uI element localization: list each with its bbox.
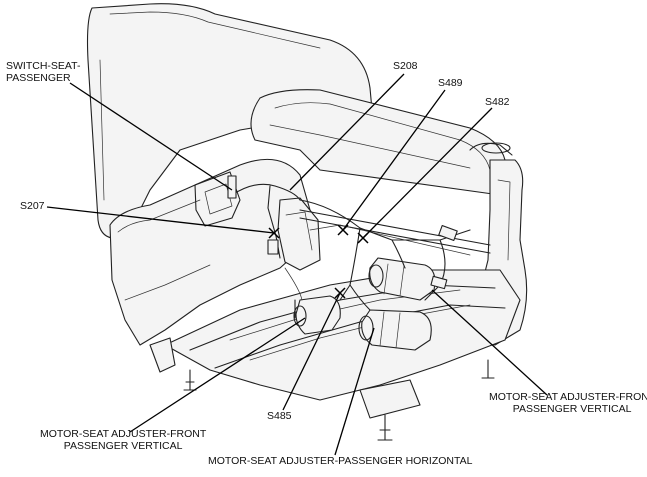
label-motor-front-vertical-right-line2: PASSENGER VERTICAL bbox=[512, 403, 632, 415]
front-vertical-motor-rear bbox=[368, 257, 436, 301]
leader-s482 bbox=[362, 107, 493, 239]
leader-lines bbox=[46, 73, 548, 456]
side-shield bbox=[109, 158, 311, 346]
x-mark-icon bbox=[357, 232, 369, 244]
leader-s208 bbox=[289, 73, 405, 191]
label-s208: S208 bbox=[393, 60, 418, 72]
label-motor-front-vertical-left: MOTOR-SEAT ADJUSTER-FRONT PASSENGER VERT… bbox=[40, 428, 206, 452]
label-motor-front-vertical-right-line1: MOTOR-SEAT ADJUSTER-FRONT bbox=[489, 391, 647, 403]
x-mark-icon bbox=[268, 227, 280, 239]
mount-studs bbox=[149, 299, 495, 441]
leader-s485 bbox=[282, 292, 341, 411]
seat-cushion bbox=[250, 89, 509, 196]
leader-s489 bbox=[342, 89, 446, 231]
splice-markers bbox=[268, 224, 369, 299]
label-s207: S207 bbox=[20, 200, 45, 212]
label-switch-seat-line1: SWITCH-SEAT- bbox=[6, 60, 81, 72]
front-riser bbox=[277, 197, 321, 271]
leader-motor-front-right bbox=[431, 289, 548, 396]
front-vertical-motor-front bbox=[293, 295, 341, 335]
x-mark-icon bbox=[337, 224, 349, 236]
label-motor-front-vertical-left-line2: PASSENGER VERTICAL bbox=[63, 440, 183, 452]
leader-motor-front-left bbox=[129, 317, 306, 433]
leader-s207 bbox=[46, 206, 275, 234]
label-s482: S482 bbox=[485, 96, 510, 108]
leader-motor-horizontal bbox=[334, 327, 375, 456]
x-mark-icon bbox=[334, 287, 346, 299]
label-motor-front-vertical-right: MOTOR-SEAT ADJUSTER-FRONT PASSENGER VERT… bbox=[489, 391, 647, 415]
label-s489: S489 bbox=[438, 77, 463, 89]
label-switch-seat-passenger: SWITCH-SEAT- PASSENGER bbox=[6, 60, 80, 84]
horizontal-motor bbox=[358, 309, 432, 351]
label-motor-front-vertical-left-line1: MOTOR-SEAT ADJUSTER-FRONT bbox=[40, 428, 207, 440]
label-s485: S485 bbox=[267, 410, 292, 422]
label-motor-horizontal: MOTOR-SEAT ADJUSTER-PASSENGER HORIZONTAL bbox=[208, 455, 473, 467]
label-switch-seat-line2: PASSENGER bbox=[6, 72, 71, 84]
leader-switch-seat bbox=[69, 82, 233, 191]
